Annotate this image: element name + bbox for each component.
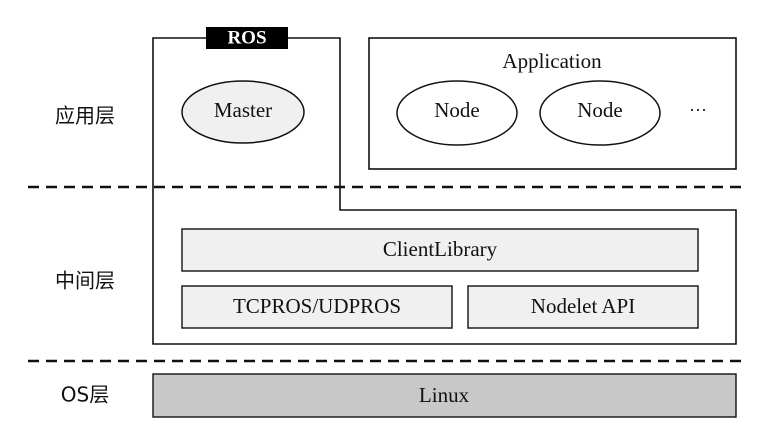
node-label-1: Node	[434, 98, 480, 122]
ros-boundary	[152, 37, 737, 345]
client-library-box	[181, 228, 699, 272]
linux-box	[152, 373, 737, 418]
ros-tag	[206, 27, 288, 49]
layer-label-os: OS层	[61, 383, 109, 407]
master-node	[181, 80, 305, 144]
nodelet-label: Nodelet API	[531, 294, 635, 318]
client-library-label: ClientLibrary	[383, 237, 498, 261]
layer-label-application: 应用层	[55, 104, 115, 128]
master-label: Master	[214, 98, 272, 122]
transport-label: TCPROS/UDPROS	[233, 294, 401, 318]
node-ellipse-2	[539, 80, 661, 146]
nodelet-box	[467, 285, 699, 329]
ros-tag-label: ROS	[227, 27, 266, 48]
linux-label: Linux	[419, 383, 470, 407]
layer-label-middleware: 中间层	[55, 269, 115, 293]
node-ellipse-1	[396, 80, 518, 146]
node-label-2: Node	[577, 98, 623, 122]
application-title: Application	[502, 49, 602, 73]
transport-box	[181, 285, 453, 329]
more-nodes-ellipsis: ···	[689, 100, 707, 120]
application-box	[368, 37, 737, 170]
